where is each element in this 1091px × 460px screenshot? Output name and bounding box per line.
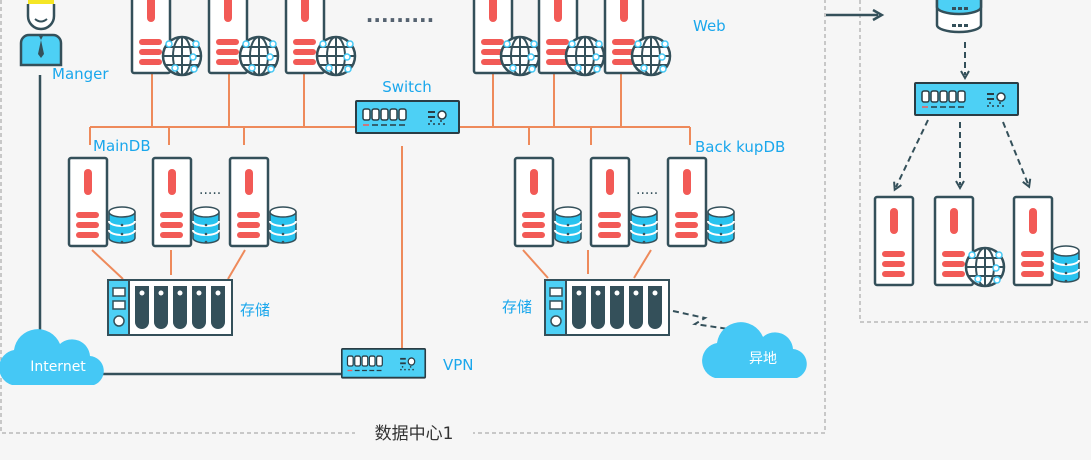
internet-label: Internet bbox=[30, 359, 86, 375]
remote-switch bbox=[914, 82, 1019, 116]
datacenter-boundary bbox=[0, 0, 826, 434]
web-ellipsis: ......... bbox=[366, 3, 434, 27]
vpn-device bbox=[340, 347, 427, 379]
storage-right-label: 存储 bbox=[502, 298, 532, 316]
backupdb-label: Back kupDB bbox=[695, 138, 785, 156]
remote-server bbox=[873, 195, 915, 287]
internet-cloud-icon bbox=[0, 329, 104, 385]
web-server bbox=[603, 0, 672, 77]
vpn-label: VPN bbox=[443, 356, 474, 374]
web-server bbox=[537, 0, 606, 77]
maindb-server bbox=[67, 156, 136, 248]
remote-link bbox=[893, 119, 929, 192]
web-server bbox=[284, 0, 357, 77]
backupdb-server bbox=[513, 156, 582, 248]
storage-left-label: 存储 bbox=[240, 301, 270, 319]
manager-label: Manger bbox=[52, 65, 109, 83]
maindb-label: MainDB bbox=[93, 137, 151, 155]
database-cylinder-icon bbox=[935, 0, 983, 34]
remote-web-server bbox=[933, 195, 1006, 288]
storage-array-left bbox=[107, 279, 233, 336]
web-server bbox=[130, 0, 203, 77]
backupdb-ellipsis: ..... bbox=[636, 182, 658, 198]
datacenter-title: 数据中心1 bbox=[375, 424, 454, 444]
remote-label: 异地 bbox=[749, 351, 777, 367]
web-server bbox=[472, 0, 541, 77]
manager-icon bbox=[19, 0, 63, 67]
remote-db-server bbox=[1012, 195, 1080, 287]
backupdb-server bbox=[589, 156, 658, 248]
switch-label: Switch bbox=[382, 78, 432, 96]
web-label: Web bbox=[693, 17, 726, 35]
maindb-server bbox=[151, 156, 220, 248]
remote-link bbox=[672, 310, 736, 331]
remote-datacenter-boundary bbox=[859, 0, 1091, 323]
remote-link bbox=[1002, 121, 1032, 189]
core-switch bbox=[355, 100, 460, 134]
lan-links bbox=[89, 74, 691, 350]
backupdb-server bbox=[666, 156, 735, 248]
maindb-server bbox=[228, 156, 297, 248]
storage-array-right bbox=[544, 279, 670, 336]
maindb-ellipsis: ..... bbox=[199, 182, 221, 198]
web-server bbox=[207, 0, 280, 77]
